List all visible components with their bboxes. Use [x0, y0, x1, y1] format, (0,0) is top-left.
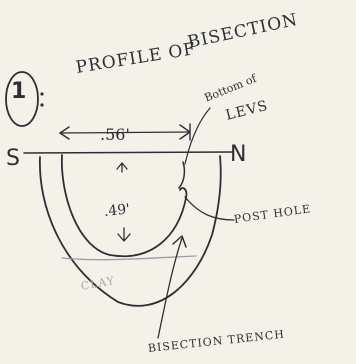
figure-number: 1 [11, 79, 27, 104]
post-hole-outline [61, 154, 188, 258]
depth-dimension-label: .49' [103, 201, 131, 220]
post-hole-leader [184, 196, 235, 221]
width-dimension-label: .56' [100, 125, 130, 144]
trench-outline [39, 155, 222, 307]
clay-layer-line [61, 255, 197, 261]
direction-north: N [230, 142, 247, 167]
left-arrowhead [59, 126, 70, 140]
callout-pointer [184, 107, 211, 165]
width-dimension-line [59, 131, 191, 134]
post-hole-edge [178, 161, 186, 189]
ground-surface-line [23, 151, 233, 154]
colon-dot [40, 92, 44, 96]
figure-number-circle [5, 71, 39, 127]
trench-arrowhead [172, 235, 187, 248]
colon-dot [40, 103, 44, 107]
depth-arrow-up [116, 162, 128, 173]
depth-arrow-down [117, 227, 131, 242]
trench-leader [157, 237, 183, 339]
right-arrowhead [179, 123, 191, 141]
direction-south: S [6, 146, 20, 171]
